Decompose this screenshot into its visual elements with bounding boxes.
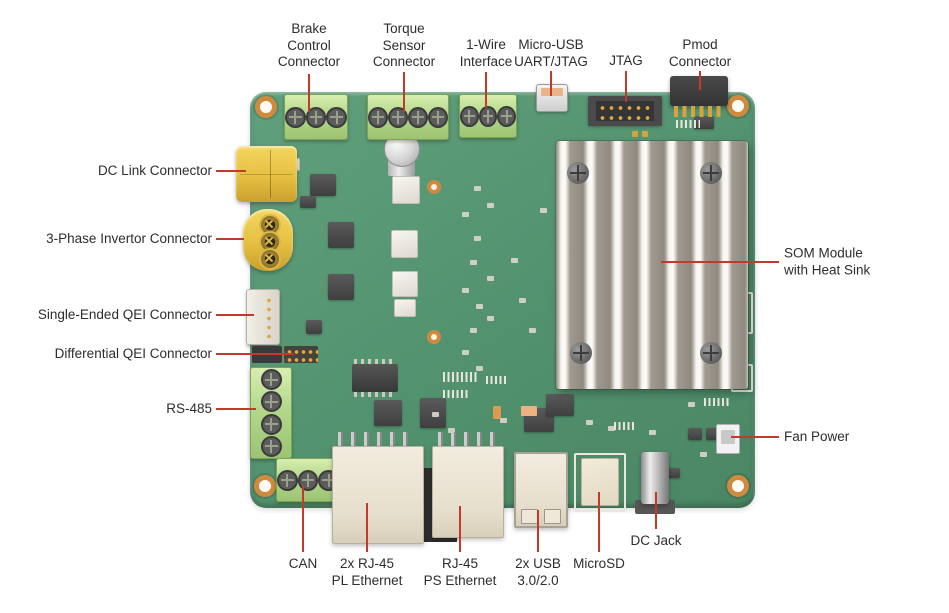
three-phase-inverter-connector <box>243 209 293 271</box>
single-ended-qei-connector <box>246 289 280 345</box>
inner-mounting-hole <box>427 330 441 344</box>
leader-one-wire <box>485 72 487 108</box>
leader-three-phase <box>216 238 244 240</box>
callout-fan-power: Fan Power <box>784 428 850 444</box>
leader-rj45-pl <box>366 503 368 552</box>
callout-som-module: SOM Module with Heat Sink <box>784 245 871 278</box>
rs485-terminal <box>250 367 292 459</box>
callout-brake-control-connector: Brake Control Connector <box>277 21 341 69</box>
leader-micro-usb <box>550 71 552 96</box>
callout-three-phase-inverter: 3-Phase Invertor Connector <box>46 230 212 246</box>
leader-differential-qei <box>216 353 294 355</box>
callout-can: CAN <box>288 556 318 571</box>
leader-pmod <box>699 71 701 90</box>
callout-rj45-pl-ethernet: 2x RJ-45 PL Ethernet <box>331 556 403 588</box>
leader-dc-jack <box>655 492 657 529</box>
callout-jtag: JTAG <box>609 53 643 68</box>
callout-dc-jack: DC Jack <box>630 533 682 548</box>
microsd-slot <box>574 453 626 512</box>
dc-link-connector <box>236 146 297 202</box>
leader-dc-link <box>216 170 246 172</box>
mounting-hole-top-left <box>255 96 277 118</box>
leader-brake-control <box>308 74 310 112</box>
rj45-pl-ethernet <box>332 446 424 544</box>
callout-differential-qei: Differential QEI Connector <box>54 345 212 361</box>
mounting-hole-top-right <box>727 95 749 117</box>
callout-torque-sensor-connector: Torque Sensor Connector <box>372 21 436 69</box>
callout-usb: 2x USB 3.0/2.0 <box>515 556 561 588</box>
leader-rj45-ps <box>459 506 461 552</box>
callout-micro-usb: Micro-USB UART/JTAG <box>514 37 588 69</box>
torque-sensor-terminal <box>367 94 449 140</box>
callout-rs485: RS-485 <box>166 400 212 416</box>
callout-rj45-ps-ethernet: RJ-45 PS Ethernet <box>423 556 497 588</box>
callout-microsd: MicroSD <box>573 556 625 571</box>
heatsink-screw <box>567 162 589 184</box>
inner-mounting-hole <box>427 180 441 194</box>
leader-torque-sensor <box>403 72 405 112</box>
heatsink-screw <box>700 342 722 364</box>
heatsink-screw <box>700 162 722 184</box>
leader-single-ended-qei <box>216 314 254 316</box>
callout-pmod-connector: Pmod Connector <box>668 37 732 69</box>
rj45-pl-pins <box>338 432 416 448</box>
leader-rs485 <box>216 408 256 410</box>
rj45-ps-pins <box>438 432 496 448</box>
leader-jtag <box>625 71 627 102</box>
leader-microsd <box>598 492 600 552</box>
brake-control-terminal <box>284 94 348 140</box>
som-heatsink <box>556 141 748 389</box>
one-wire-terminal <box>459 94 517 138</box>
leader-usb <box>537 510 539 552</box>
leader-can <box>302 485 304 552</box>
leader-som-module <box>661 261 779 263</box>
usb-stack-connector <box>514 452 568 528</box>
dip-ic <box>352 359 398 397</box>
callout-single-ended-qei: Single-Ended QEI Connector <box>37 306 212 322</box>
can-terminal <box>276 458 340 502</box>
leader-fan-power <box>731 436 779 438</box>
fan-power-connector <box>716 424 740 454</box>
callout-one-wire-interface: 1-Wire Interface <box>459 37 513 69</box>
micro-usb-connector <box>536 84 568 112</box>
mounting-hole-bottom-right <box>727 475 749 497</box>
callout-dc-link-connector: DC Link Connector <box>97 162 212 178</box>
heatsink-screw <box>570 342 592 364</box>
rj45-ps-ethernet <box>432 446 504 538</box>
mounting-hole-bottom-left <box>254 475 276 497</box>
